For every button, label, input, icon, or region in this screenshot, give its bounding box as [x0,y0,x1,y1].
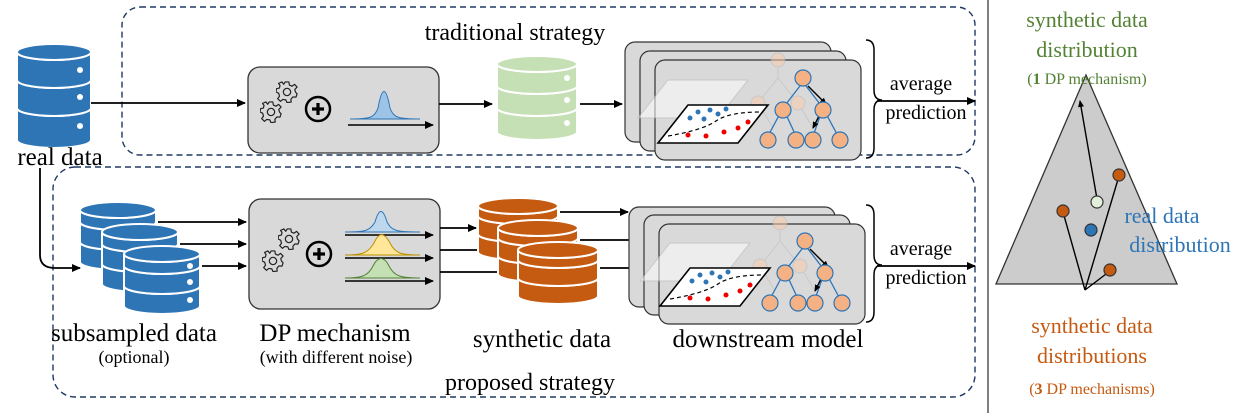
average-label-top: average [890,73,952,95]
subsampled-data-label: subsampled data [51,320,217,347]
synthetic-data-database-icons-bottom [477,197,599,305]
distribution-lines [1062,100,1120,291]
noise-curve-blue-icon [344,211,421,233]
synthetic-bottom-line3: (3 DP mechanisms) [1029,381,1155,398]
downstream-model-stack-bottom [628,206,866,325]
downstream-model-stack-top [624,41,862,161]
noise-curve-icon [349,91,421,120]
synthetic-bottom-line1: synthetic data [1031,313,1153,338]
dp-mechanism-box-bottom [248,198,441,310]
synthetic-top-line1: synthetic data [1026,7,1148,32]
traditional-strategy-box [121,6,976,156]
synthetic-bottom-line2: distributions [1037,343,1147,368]
synthetic-point-green [1090,195,1104,209]
real-to-subsample-arrow [39,168,81,272]
subsample-to-dp-arrows [158,218,247,270]
brace-top [865,39,883,159]
synthetic-point-orange-3 [1103,263,1117,277]
with-noise-label: (with different noise) [260,347,413,368]
synthetic-top-line2: distribution [1036,37,1137,62]
proposed-strategy-label: proposed strategy [445,370,615,396]
dp-mechanism-label: DP mechanism [259,320,411,347]
synthetic-point-orange-2 [1112,168,1126,182]
noise-curve-yellow-icon [344,234,421,256]
proposed-strategy-box [52,166,976,398]
db-orange-3 [517,241,599,305]
real-distribution-line2: distribution [1129,232,1230,257]
noise-curve-green-icon [344,258,421,279]
db-disk [16,43,92,149]
traditional-strategy-label: traditional strategy [425,20,606,46]
real-distribution-line1: real data [1124,203,1199,228]
synthetic-top-line3: (1 DP mechanism) [1027,71,1146,88]
prediction-label-top: prediction [885,102,966,124]
average-label-bottom: average [890,238,952,260]
downstream-model-label: downstream model [673,326,864,353]
synthetic-point-orange-1 [1056,204,1070,218]
prediction-label-bottom: prediction [885,267,966,289]
real-data-database-icon [16,43,92,149]
optional-label: (optional) [99,347,170,368]
subsampled-data-database-icons [79,201,201,315]
brace-bottom [865,204,883,323]
distribution-panel: synthetic data distribution (1 DP mechan… [995,7,1231,398]
real-point-blue [1084,223,1098,237]
synthetic-data-database-icon-top [496,55,578,141]
db-small-3 [123,245,201,315]
synthetic-data-label: synthetic data [473,326,611,353]
dp-mechanism-box-top [247,66,440,154]
real-data-label: real data [17,144,102,171]
